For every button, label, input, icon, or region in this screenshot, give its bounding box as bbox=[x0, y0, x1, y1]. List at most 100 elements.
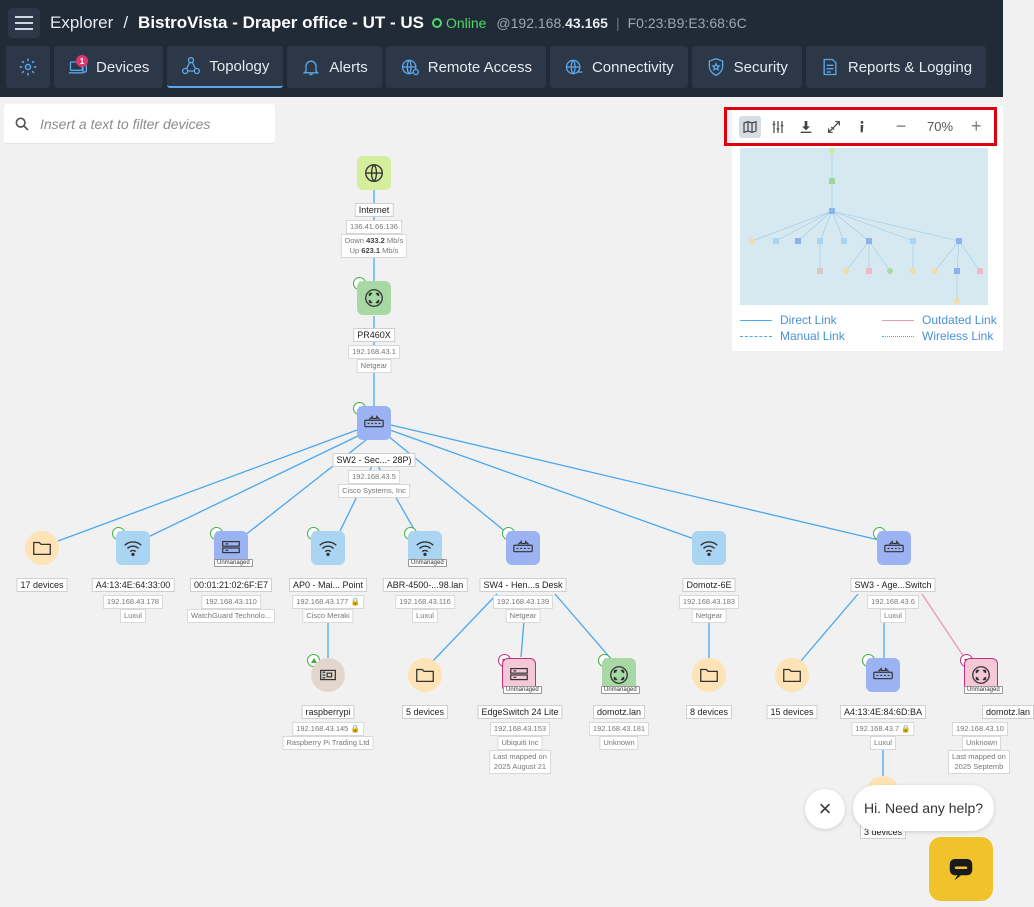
breadcrumb-explorer[interactable]: Explorer bbox=[50, 13, 114, 32]
tab-connectivity[interactable]: Connectivity bbox=[549, 46, 688, 88]
node-ap-a4-name: A4:13:4E:64:33:00 bbox=[91, 578, 175, 592]
node-domotz-lan-181-name: domotz.lan bbox=[592, 705, 646, 719]
zoom-out-button[interactable]: − bbox=[895, 116, 907, 136]
node-folder-15-name: 15 devices bbox=[766, 705, 818, 719]
link-sw2-folder17 bbox=[57, 429, 358, 542]
node-a4-6dba[interactable] bbox=[866, 658, 900, 692]
tab-topology[interactable]: Topology bbox=[167, 46, 284, 88]
fit-view-button[interactable] bbox=[823, 116, 845, 138]
tab-reports-logging[interactable]: Reports & Logging bbox=[805, 46, 987, 88]
chat-launcher-button[interactable] bbox=[929, 837, 993, 901]
tab-alerts[interactable]: Alerts bbox=[287, 46, 382, 88]
gear-icon bbox=[19, 58, 37, 76]
info-button[interactable] bbox=[851, 116, 873, 138]
chat-icon bbox=[949, 859, 973, 881]
node-router[interactable] bbox=[357, 281, 391, 315]
unmanaged-tag: Unmanaged bbox=[214, 559, 253, 567]
node-folder-8[interactable] bbox=[692, 658, 726, 692]
direct-link-swatch bbox=[740, 319, 772, 321]
agent-ip: @192.168.43.165 bbox=[496, 15, 608, 31]
node-domotz-lan-10-ip: 192.168.43.10 bbox=[952, 722, 1008, 736]
node-domotz-6e[interactable] bbox=[692, 531, 726, 565]
node-domotz-lan-10-name: domotz.lan bbox=[982, 705, 1034, 719]
node-sw2[interactable] bbox=[357, 406, 391, 440]
expand-icon bbox=[828, 120, 840, 133]
download-value: 433.2 bbox=[366, 236, 385, 245]
last-mapped-label: Last mapped on bbox=[952, 752, 1006, 761]
router-icon bbox=[972, 666, 990, 684]
menu-icon bbox=[15, 16, 33, 18]
legend-outdated: Outdated Link bbox=[882, 313, 997, 327]
node-watchguard-ip: 192.168.43.110 bbox=[201, 595, 261, 609]
search-icon bbox=[15, 117, 29, 131]
node-sw2-name: SW2 - Sec...- 28P) bbox=[332, 453, 416, 467]
folder-icon bbox=[416, 668, 434, 683]
topology-icon bbox=[182, 57, 201, 75]
node-folder-5[interactable] bbox=[408, 658, 442, 692]
legend-manual-label: Manual Link bbox=[780, 329, 845, 343]
clip-domotz-lan-10: Unmanaged domotz.lan 192.168.43.10 Unkno… bbox=[940, 640, 1034, 780]
node-edgeswitch-last-mapped: Last mapped on 2025 August 21 bbox=[489, 750, 551, 774]
minimap[interactable] bbox=[740, 148, 988, 305]
node-raspberrypi-ip-value: 192.168.43.145 bbox=[296, 724, 349, 733]
node-sw3[interactable] bbox=[877, 531, 911, 565]
legend-wireless: Wireless Link bbox=[882, 329, 993, 343]
tab-security[interactable]: Security bbox=[691, 46, 802, 88]
tab-settings[interactable] bbox=[6, 46, 50, 88]
agent-ip-prefix: @192.168. bbox=[496, 15, 566, 31]
node-ap0-name: AP0 - Mai... Point bbox=[288, 578, 368, 592]
node-folder-17[interactable] bbox=[25, 531, 59, 565]
node-a4-6dba-name: A4:13:4E:84:6D:BA bbox=[839, 705, 927, 719]
globe-icon bbox=[401, 59, 419, 76]
tab-remote-access-label: Remote Access bbox=[427, 58, 532, 76]
node-ap-a4[interactable] bbox=[116, 531, 150, 565]
node-edgeswitch-ip: 192.168.43.153 bbox=[489, 722, 551, 736]
node-folder-15[interactable] bbox=[775, 658, 809, 692]
node-sw3-vendor: Luxul bbox=[880, 609, 906, 623]
node-folder-8-name: 8 devices bbox=[685, 705, 733, 719]
link-sw2-ap-a4 bbox=[145, 433, 363, 539]
filter-devices-input[interactable] bbox=[40, 115, 270, 132]
agent-mac: F0:23:B9:E3:68:6C bbox=[627, 15, 747, 31]
tab-devices[interactable]: 1 Devices bbox=[54, 46, 164, 88]
router-icon bbox=[365, 289, 383, 307]
node-router-name: PR460X bbox=[353, 328, 395, 342]
last-mapped-label: Last mapped on bbox=[493, 752, 547, 761]
folder-icon bbox=[33, 541, 51, 556]
tab-remote-access[interactable]: Remote Access bbox=[385, 46, 546, 88]
node-raspberrypi[interactable] bbox=[311, 658, 345, 692]
node-a4-6dba-ip: 192.168.43.7 🔒 bbox=[851, 722, 915, 736]
node-ap0[interactable] bbox=[311, 531, 345, 565]
firewall-icon bbox=[222, 540, 240, 554]
switch-icon bbox=[364, 415, 384, 428]
connectivity-icon bbox=[565, 59, 583, 75]
tab-alerts-label: Alerts bbox=[329, 58, 368, 76]
node-sw2-vendor: Cisco Systems, Inc bbox=[338, 484, 410, 498]
node-watchguard-vendor: WatchGuard Technolo... bbox=[186, 609, 276, 623]
node-sw4[interactable] bbox=[506, 531, 540, 565]
download-button[interactable] bbox=[795, 116, 817, 138]
unmanaged-tag: Unmanaged bbox=[964, 686, 1003, 694]
chat-close-button[interactable]: × bbox=[805, 789, 845, 829]
wifi-icon bbox=[319, 541, 337, 557]
switch-icon bbox=[513, 540, 533, 553]
wireless-link-swatch bbox=[882, 335, 914, 337]
node-folder-5-name: 5 devices bbox=[401, 705, 449, 719]
zoom-in-button[interactable]: + bbox=[971, 116, 982, 136]
last-mapped-date: 2025 August 21 bbox=[493, 762, 547, 771]
upload-value: 623.1 bbox=[361, 246, 381, 255]
node-folder-17-name: 17 devices bbox=[16, 578, 68, 592]
menu-toggle-button[interactable] bbox=[8, 8, 40, 38]
chat-greeting[interactable]: Hi. Need any help? bbox=[853, 785, 994, 831]
map-view-button[interactable] bbox=[739, 115, 761, 138]
node-a4-6dba-ip-value: 192.168.43.7 bbox=[855, 724, 900, 733]
outdated-link-swatch bbox=[882, 319, 914, 321]
tab-security-label: Security bbox=[733, 58, 788, 76]
node-raspberrypi-vendor: Raspberry Pi Trading Ltd bbox=[282, 736, 374, 750]
online-status: Online bbox=[431, 15, 486, 31]
node-ap0-ip-value: 192.168.43.177 bbox=[296, 597, 349, 606]
node-internet[interactable] bbox=[357, 156, 391, 190]
filter-settings-button[interactable] bbox=[767, 116, 789, 138]
node-domotz-lan-10-vendor: Unknown bbox=[962, 736, 1002, 750]
sliders-icon bbox=[772, 120, 784, 133]
